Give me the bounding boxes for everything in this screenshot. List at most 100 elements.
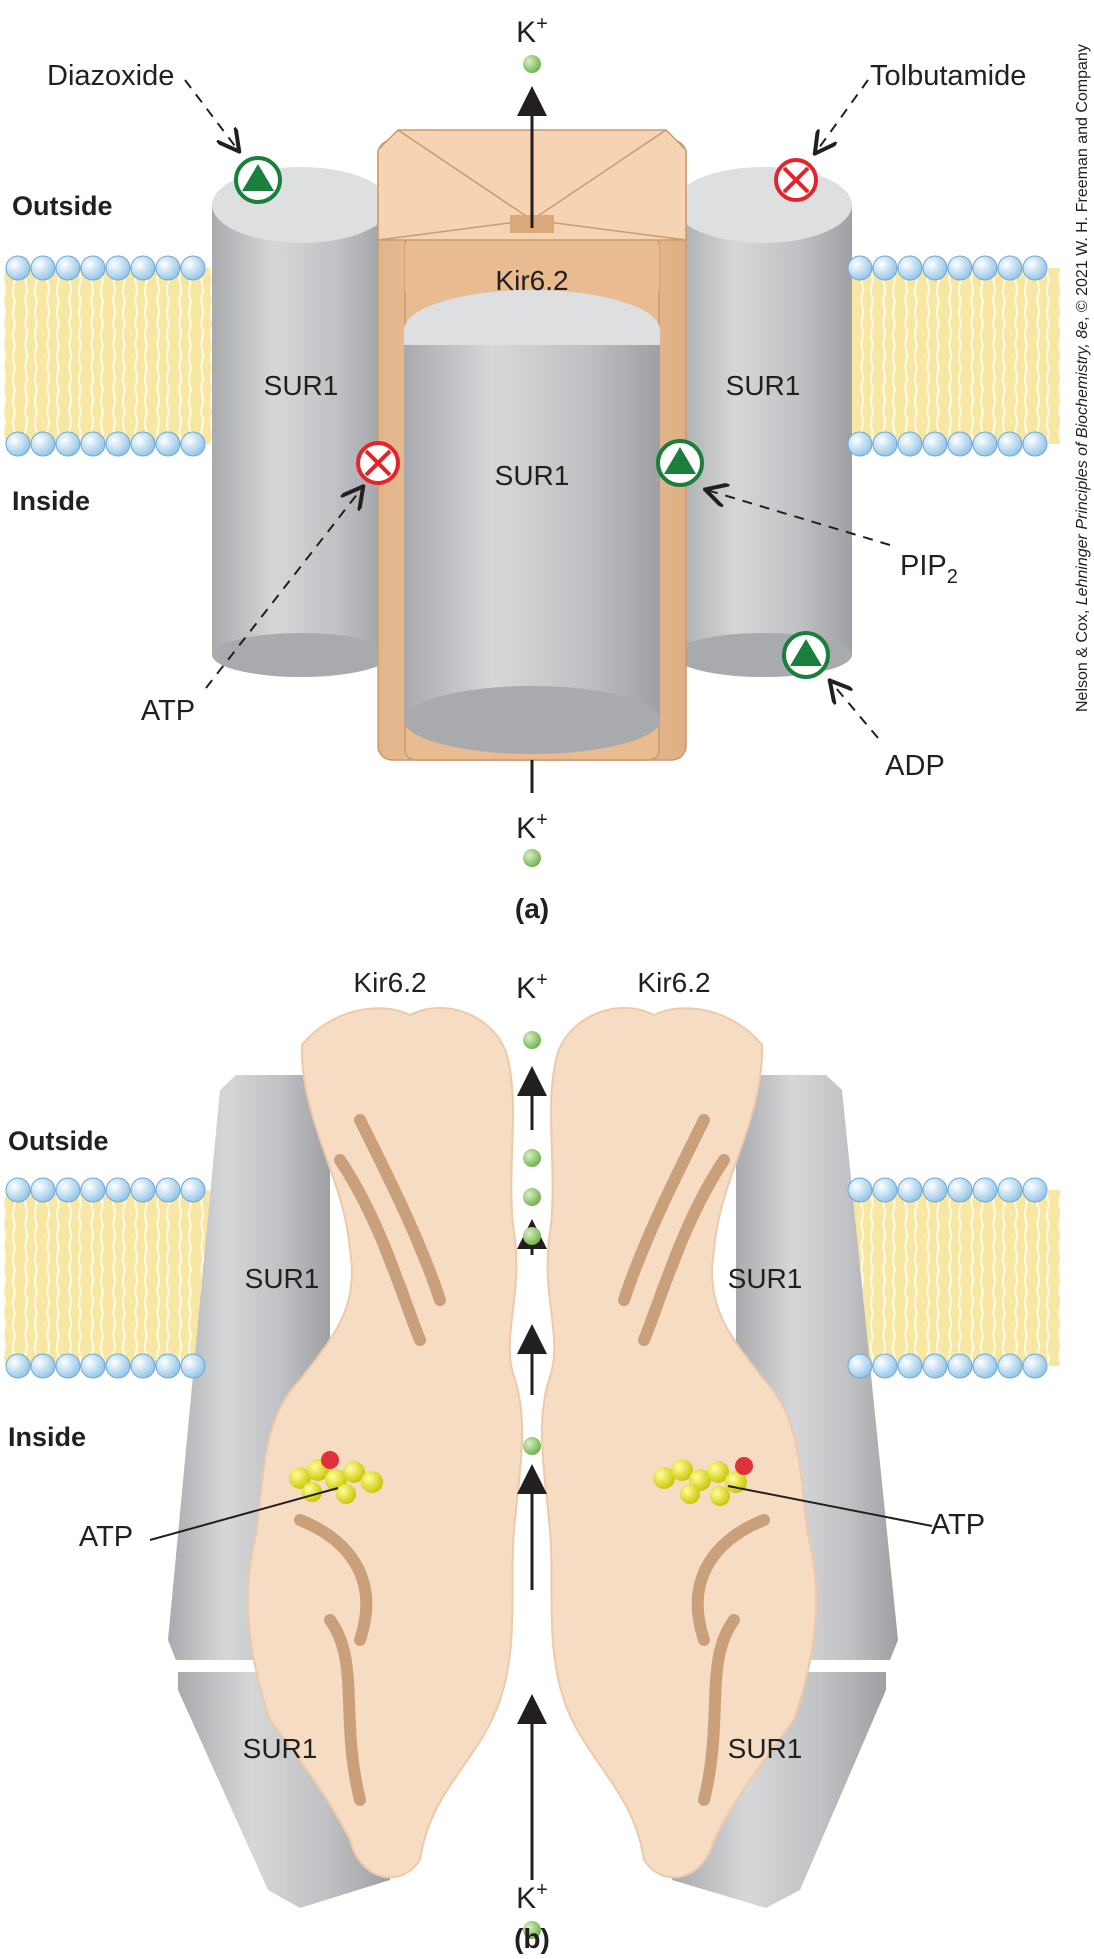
panel-b (4, 1006, 1060, 1939)
lipid-head (155, 431, 181, 457)
lipid-head (80, 431, 106, 457)
lipid-head (872, 431, 898, 457)
kir62-label-a: Kir6.2 (495, 265, 568, 296)
atp-label-right-b: ATP (931, 1509, 985, 1541)
lipid-head (130, 1353, 156, 1379)
lipid-head (105, 255, 131, 281)
atp-label-left-b: ATP (79, 1521, 133, 1553)
sur1-label-left-a: SUR1 (264, 370, 339, 401)
lipid-head (922, 255, 948, 281)
sur1-left-cylinder (212, 167, 390, 677)
lipid-head (922, 431, 948, 457)
lipid-head (897, 431, 923, 457)
lipid-head (5, 1353, 31, 1379)
lipid-head (105, 1353, 131, 1379)
potassium-ion-bottom-a (523, 849, 541, 867)
atp-molecule-left (289, 1451, 383, 1504)
sur1-right-cylinder (674, 167, 852, 677)
membrane-left-b (4, 1190, 216, 1366)
tolbutamide-label: Tolbutamide (870, 60, 1026, 92)
sur1-label-upper-right-b: SUR1 (728, 1263, 803, 1294)
inside-label-a: Inside (12, 486, 90, 516)
lipid-head (105, 431, 131, 457)
lipid-head (1022, 255, 1048, 281)
sur1-label-front-a: SUR1 (495, 460, 570, 491)
lipid-head (997, 1177, 1023, 1203)
inhibitor-icon (356, 441, 400, 485)
copyright-credit: Nelson & Cox, Lehninger Principles of Bi… (1074, 44, 1091, 712)
lipid-head (105, 1177, 131, 1203)
lipid-heads (5, 255, 1048, 1379)
lipid-head (947, 255, 973, 281)
lipid-head (972, 1177, 998, 1203)
k-ion-label-top-b: K+ (516, 969, 548, 1005)
lipid-head (872, 1353, 898, 1379)
sur1-label-upper-left-b: SUR1 (245, 1263, 320, 1294)
lipid-head (972, 431, 998, 457)
lipid-head (897, 1177, 923, 1203)
lipid-head (897, 255, 923, 281)
lipid-head (80, 1177, 106, 1203)
lipid-head (847, 255, 873, 281)
lipid-head (130, 1177, 156, 1203)
lipid-head (55, 255, 81, 281)
lipid-head (847, 431, 873, 457)
lipid-head (30, 1353, 56, 1379)
kir62-label-right-b: Kir6.2 (637, 967, 710, 998)
k-flow-b (517, 1031, 547, 1939)
lipid-head (5, 255, 31, 281)
lipid-head (155, 1177, 181, 1203)
lipid-head (130, 255, 156, 281)
diazoxide-label: Diazoxide (47, 60, 174, 92)
activator-icon (782, 631, 830, 679)
membrane-left-a (4, 268, 216, 444)
lipid-head (30, 255, 56, 281)
lipid-head (947, 1353, 973, 1379)
lipid-head (897, 1353, 923, 1379)
lipid-head (30, 431, 56, 457)
membrane-right-a (848, 268, 1060, 444)
lipid-head (847, 1177, 873, 1203)
kir62-left-subunit-surface (246, 1006, 524, 1879)
lipid-head (1022, 1353, 1048, 1379)
lipid-head (872, 1177, 898, 1203)
dashed-arrows-a (184, 79, 891, 739)
inhibitor-icon (774, 158, 818, 202)
sur1-label-right-a: SUR1 (726, 370, 801, 401)
lipid-head (5, 431, 31, 457)
pip2-label: PIP2 (900, 550, 958, 588)
lipid-head (997, 1353, 1023, 1379)
panel-a (4, 55, 1060, 867)
lipid-head (5, 1177, 31, 1203)
outside-label-b: Outside (8, 1126, 109, 1156)
potassium-ion-top-a (523, 55, 541, 73)
inside-label-b: Inside (8, 1422, 86, 1452)
outside-label-a: Outside (12, 191, 113, 221)
activator-icon (234, 156, 282, 204)
atp-label-a: ATP (141, 695, 195, 727)
k-ion-label-bottom-b: K+ (516, 1879, 548, 1915)
lipid-head (997, 431, 1023, 457)
lipid-head (1022, 1177, 1048, 1203)
sur1-label-lower-right-b: SUR1 (728, 1733, 803, 1764)
lipid-head (947, 1177, 973, 1203)
atp-right-pointer (727, 1485, 933, 1527)
lipid-head (30, 1177, 56, 1203)
lipid-head (947, 431, 973, 457)
lipid-head (180, 431, 206, 457)
lipid-head (972, 1353, 998, 1379)
lipid-head (972, 255, 998, 281)
lipid-head (155, 1353, 181, 1379)
lipid-head (180, 1177, 206, 1203)
k-flow-a (517, 55, 547, 867)
lipid-head (922, 1177, 948, 1203)
caption-a: (a) (515, 893, 549, 924)
lipid-head (180, 1353, 206, 1379)
lipid-head (155, 255, 181, 281)
lipid-head (847, 1353, 873, 1379)
lipid-head (80, 1353, 106, 1379)
atp-left-pointer (149, 1487, 339, 1541)
membrane-right-b (848, 1190, 1060, 1366)
lipid-head (55, 1177, 81, 1203)
